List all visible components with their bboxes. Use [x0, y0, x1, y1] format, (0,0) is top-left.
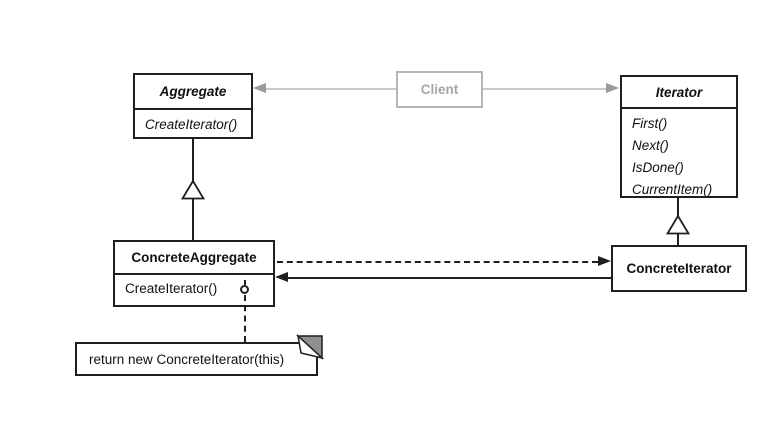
class-box-iterator: Iterator First() Next() IsDone() Current…	[620, 75, 738, 198]
code-note: return new ConcreteIterator(this)	[75, 342, 318, 376]
class-box-aggregate: Aggregate CreateIterator()	[133, 73, 253, 139]
class-methods: CreateIterator()	[115, 273, 273, 305]
association-arrowhead-icon	[275, 272, 288, 282]
client-to-aggregate-line	[266, 88, 396, 90]
creates-dashed-line	[277, 261, 598, 263]
annotation-circle-icon	[240, 285, 249, 294]
class-method: Next()	[632, 138, 669, 153]
class-method: CurrentItem()	[632, 182, 713, 197]
class-box-client: Client	[396, 71, 483, 108]
class-methods: First() Next() IsDone() CurrentItem()	[622, 107, 736, 203]
note-folded-corner-icon	[296, 334, 324, 360]
class-method: CreateIterator()	[145, 117, 238, 132]
note-text: return new ConcreteIterator(this)	[89, 351, 285, 367]
class-title: Aggregate	[159, 84, 227, 99]
generalization-line	[192, 199, 194, 240]
class-method: First()	[632, 116, 668, 131]
class-box-concrete-iterator: ConcreteIterator	[611, 245, 747, 292]
creates-arrowhead-icon	[598, 256, 611, 266]
class-method: IsDone()	[632, 160, 684, 175]
class-title: ConcreteIterator	[626, 261, 732, 276]
generalization-line	[677, 198, 679, 216]
annotation-dashed-line	[244, 295, 246, 342]
class-title: Iterator	[655, 84, 703, 100]
annotation-stem	[244, 280, 246, 285]
class-title: Client	[420, 82, 459, 97]
class-methods: CreateIterator()	[135, 108, 251, 138]
client-to-iterator-line	[483, 88, 607, 90]
client-arrowhead-right-icon	[606, 83, 619, 93]
class-box-concrete-aggregate: ConcreteAggregate CreateIterator()	[113, 240, 275, 307]
client-arrowhead-left-icon	[253, 83, 266, 93]
class-title: ConcreteAggregate	[131, 250, 257, 265]
generalization-line	[677, 234, 679, 245]
inheritance-triangle-icon	[181, 180, 205, 200]
generalization-line	[192, 139, 194, 182]
inheritance-triangle-icon	[666, 215, 690, 235]
association-line	[288, 277, 611, 279]
class-method: CreateIterator()	[125, 281, 218, 296]
